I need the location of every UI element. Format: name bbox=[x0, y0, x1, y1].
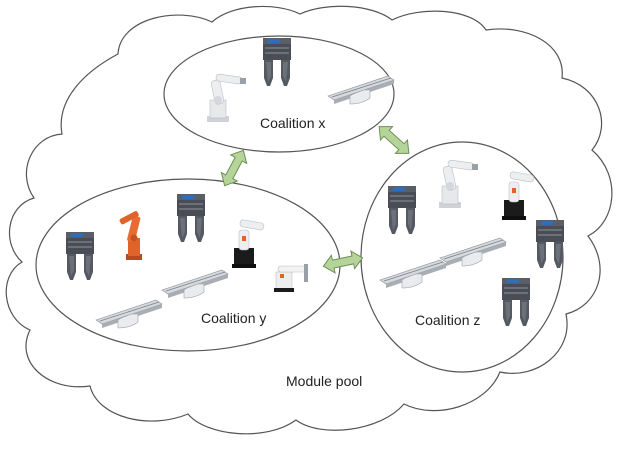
coalition-y-label: Coalition y bbox=[201, 310, 266, 326]
coalition-x-ellipse bbox=[163, 35, 395, 153]
coalition-x-label: Coalition x bbox=[260, 115, 325, 131]
coalition-z-label: Coalition z bbox=[415, 312, 480, 328]
module-pool-label: Module pool bbox=[286, 373, 362, 389]
